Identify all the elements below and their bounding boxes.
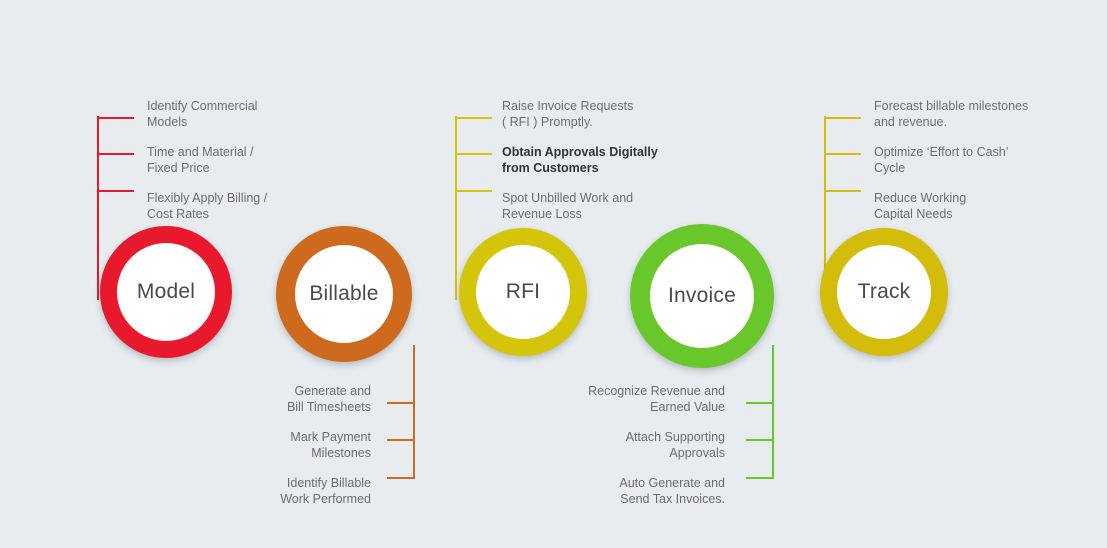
process-node-model[interactable]: Model: [100, 226, 232, 358]
label-line: Work Performed: [280, 491, 371, 506]
label-line: ( RFI ) Promptly.: [502, 114, 593, 129]
label-line: from Customers: [502, 160, 599, 175]
connector-stub-1: [97, 117, 134, 119]
connector-rfi: [0, 116, 1107, 300]
connector-spine: [824, 116, 826, 300]
process-node-label: Billable: [309, 282, 379, 305]
label-line: Time and Material /: [147, 145, 254, 159]
connector-stub-3: [746, 477, 774, 479]
label-line: and revenue.: [874, 114, 947, 129]
label-line: Milestones: [311, 445, 371, 460]
process-node-rfi[interactable]: RFI: [459, 228, 587, 356]
process-node-billable[interactable]: Billable: [276, 226, 412, 362]
connector-spine: [772, 345, 774, 479]
label-line: Bill Timesheets: [286, 399, 371, 414]
connector-stub-3: [824, 190, 861, 192]
label-line: Identify Billable: [286, 476, 371, 490]
label-line: Cycle: [874, 160, 906, 175]
label-line: Revenue Loss: [502, 206, 582, 221]
label-item: Raise Invoice Requests( RFI ) Promptly.: [502, 99, 702, 130]
label-line: Recognize Revenue and: [588, 384, 725, 398]
label-line: Approvals: [669, 445, 725, 460]
label-line: Mark Payment: [290, 430, 371, 444]
connector-stub-2: [746, 439, 774, 441]
label-line: Attach Supporting: [625, 430, 725, 444]
connector-spine: [97, 116, 99, 300]
process-node-label: RFI: [505, 280, 541, 303]
label-line: Raise Invoice Requests: [502, 99, 634, 113]
process-node-label: Track: [857, 280, 911, 303]
label-line: Obtain Approvals Digitally: [502, 145, 658, 159]
connector-invoice: [0, 345, 1107, 479]
connector-stub-3: [455, 190, 492, 192]
label-line: Earned Value: [650, 399, 725, 414]
label-group-rfi: Raise Invoice Requests( RFI ) Promptly. O…: [502, 99, 702, 237]
label-line: Cost Rates: [147, 206, 209, 221]
connector-stub-1: [455, 117, 492, 119]
process-node-invoice[interactable]: Invoice: [630, 224, 774, 368]
process-node-track[interactable]: Track: [820, 228, 948, 356]
connector-stub-3: [387, 477, 415, 479]
connector-spine: [455, 116, 457, 300]
label-line: Identify Commercial: [147, 99, 258, 113]
connector-spine: [413, 345, 415, 479]
label-line: Models: [147, 114, 188, 129]
connector-stub-2: [387, 439, 415, 441]
connector-stub-2: [824, 153, 861, 155]
connector-stub-1: [746, 402, 774, 404]
label-line: Optimize ‘Effort to Cash’: [874, 145, 1009, 159]
connector-model: [0, 116, 1107, 300]
connector-stub-1: [824, 117, 861, 119]
process-node-label: Model: [136, 280, 196, 303]
label-line: Capital Needs: [874, 206, 953, 221]
connector-track: [0, 116, 1107, 300]
connector-stub-3: [97, 190, 134, 192]
process-node-label: Invoice: [668, 284, 736, 307]
connector-stub-1: [387, 402, 415, 404]
label-item: Time and Material /Fixed Price: [147, 145, 327, 176]
label-item: Optimize ‘Effort to Cash’Cycle: [874, 145, 1074, 176]
connector-stub-2: [97, 153, 134, 155]
label-line: Reduce Working: [874, 191, 967, 205]
label-line: Send Tax Invoices.: [620, 491, 725, 506]
connector-stub-2: [455, 153, 492, 155]
label-item: Flexibly Apply Billing /Cost Rates: [147, 191, 327, 222]
label-line: Flexibly Apply Billing /: [147, 191, 268, 205]
label-line: Fixed Price: [147, 160, 210, 175]
connector-billable: [0, 345, 1107, 479]
label-line: Auto Generate and: [619, 476, 725, 490]
label-line: Spot Unbilled Work and: [502, 191, 634, 205]
label-line: Forecast billable milestones: [874, 99, 1029, 113]
label-line: Generate and: [294, 384, 371, 398]
